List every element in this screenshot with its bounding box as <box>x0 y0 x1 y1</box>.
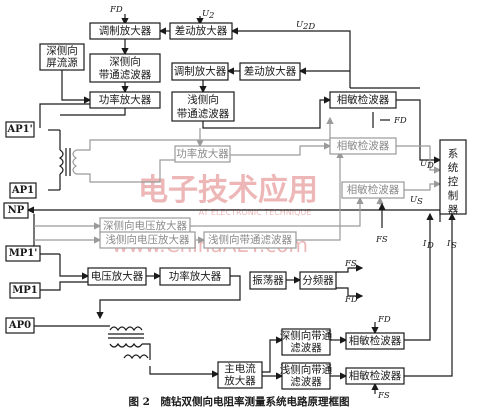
signal-fd-low: FD <box>377 315 391 325</box>
svg-text:深侧向: 深侧向 <box>109 55 141 68</box>
controller-char-2: 统 <box>448 161 459 174</box>
phase-sensitive-detector-5: 相敏检波器 <box>345 367 405 385</box>
controller-char-1: 系 <box>448 148 459 160</box>
signal-u2: U <box>202 9 210 19</box>
terminal-mp1: MP1 <box>9 282 41 299</box>
differential-amplifier-1: 差动放大器 <box>169 22 233 40</box>
voltage-amplifier: 电压放大器 <box>87 267 147 286</box>
shallow-bandpass-filter-1: 浅侧向 带通滤波器 <box>171 91 235 122</box>
svg-text:主电流: 主电流 <box>224 362 256 375</box>
oscillator: 振荡器 <box>249 271 287 290</box>
power-amplifier-2: 功率放大器 <box>174 145 231 163</box>
figure-caption: 图 2 随钻双侧向电阻率测量系统电路原理框图 <box>129 395 350 408</box>
power-amplifier-3: 功率放大器 <box>159 267 231 286</box>
shallow-bandpass-filter-2: 浅侧向带通滤波器 <box>203 231 297 249</box>
deep-shield-current-source: 深侧向 屏流源 <box>39 43 85 71</box>
watermark-cn: 电子技术应用 <box>138 173 318 208</box>
modulation-amplifier-2: 调制放大器 <box>171 62 229 81</box>
svg-text:深侧向电压放大器: 深侧向电压放大器 <box>103 219 187 232</box>
shallow-voltage-amplifier: 浅侧向电压放大器 <box>99 231 196 249</box>
signal-fd-osc: FD <box>344 295 358 305</box>
signal-us: U <box>410 195 418 205</box>
signal-id-sub: D <box>426 241 434 251</box>
svg-text:调制放大器: 调制放大器 <box>99 24 152 37</box>
controller-char-4: 制 <box>448 189 459 202</box>
main-current-amplifier: 主电流 放大器 <box>217 361 263 389</box>
svg-text:NP: NP <box>8 205 25 216</box>
svg-text:调制放大器: 调制放大器 <box>174 65 227 78</box>
signal-ud-sub: D <box>426 161 434 171</box>
svg-text:AP0: AP0 <box>8 320 31 331</box>
svg-text:AP1': AP1' <box>6 124 32 135</box>
signal-us-sub: S <box>417 197 423 207</box>
svg-text:相敏检波器: 相敏检波器 <box>349 369 402 382</box>
svg-text:电压放大器: 电压放大器 <box>91 270 144 283</box>
deep-bandpass-filter-1: 深侧向 带通滤波器 <box>89 53 161 83</box>
svg-text:相敏检波器: 相敏检波器 <box>337 139 390 152</box>
terminal-ap1-prime: AP1' <box>5 121 35 138</box>
signal-id: I <box>422 239 427 249</box>
signal-fs-osc: FS <box>344 259 357 269</box>
frequency-divider: 分频器 <box>299 271 337 290</box>
deep-voltage-amplifier: 深侧向电压放大器 <box>99 217 191 235</box>
signal-u2d-sub: 2D <box>302 22 315 32</box>
svg-text:分频器: 分频器 <box>302 274 334 287</box>
terminal-mp1-prime: MP1' <box>5 245 41 262</box>
phase-sensitive-detector-2: 相敏检波器 <box>329 137 397 155</box>
svg-text:MP1': MP1' <box>9 248 38 259</box>
phase-sensitive-detector-3: 相敏检波器 <box>341 181 405 199</box>
deep-bandpass-filter-2: 深侧向带通 滤波器 <box>280 328 333 356</box>
phase-sensitive-detector-1: 相敏检波器 <box>329 91 397 109</box>
phase-sensitive-detector-4: 相敏检波器 <box>345 332 405 350</box>
svg-text:相敏检波器: 相敏检波器 <box>349 334 402 347</box>
svg-text:放大器: 放大器 <box>224 374 256 387</box>
svg-text:浅侧向电压放大器: 浅侧向电压放大器 <box>106 233 190 246</box>
terminal-ap0: AP0 <box>5 317 35 334</box>
signal-fd-top: FD <box>109 5 123 15</box>
signal-is: I <box>446 239 451 249</box>
svg-text:差动放大器: 差动放大器 <box>244 65 297 78</box>
svg-text:带通滤波器: 带通滤波器 <box>177 107 230 120</box>
wires <box>26 14 456 394</box>
svg-text:深侧向带通: 深侧向带通 <box>280 329 333 342</box>
svg-text:MP1: MP1 <box>12 285 38 296</box>
svg-text:差动放大器: 差动放大器 <box>175 24 228 37</box>
svg-text:深侧向: 深侧向 <box>46 44 78 57</box>
svg-text:相敏检波器: 相敏检波器 <box>337 93 390 106</box>
svg-text:功率放大器: 功率放大器 <box>99 93 152 106</box>
svg-text:屏流源: 屏流源 <box>46 56 78 69</box>
system-controller: 系 统 控 制 器 <box>439 139 467 216</box>
svg-text:浅侧向: 浅侧向 <box>187 93 219 106</box>
terminal-ap1: AP1 <box>9 182 37 199</box>
svg-text:功率放大器: 功率放大器 <box>176 147 229 160</box>
svg-text:带通滤波器: 带通滤波器 <box>99 68 152 81</box>
svg-text:AP1: AP1 <box>11 185 34 196</box>
svg-text:浅侧向带通: 浅侧向带通 <box>280 363 333 376</box>
signal-fs-low: FS <box>377 391 390 401</box>
controller-char-3: 控 <box>448 175 459 188</box>
signal-ud: U <box>420 159 428 169</box>
signal-fs-mid: FS <box>375 235 388 245</box>
svg-text:滤波器: 滤波器 <box>290 375 322 388</box>
svg-text:滤波器: 滤波器 <box>290 341 322 354</box>
signal-labels: FD U 2 U 2D FD U D U S FS I D I S FS FD … <box>109 5 457 401</box>
power-amplifier-1: 功率放大器 <box>89 91 161 109</box>
signal-u2d: U <box>296 20 304 30</box>
differential-amplifier-2: 差动放大器 <box>239 62 301 81</box>
modulation-amplifier-1: 调制放大器 <box>89 22 161 40</box>
controller-char-5: 器 <box>448 204 459 216</box>
svg-text:功率放大器: 功率放大器 <box>169 270 222 283</box>
shallow-bandpass-filter-3: 浅侧向带通 滤波器 <box>280 362 333 390</box>
terminal-np: NP <box>3 202 29 219</box>
svg-text:振荡器: 振荡器 <box>252 274 284 287</box>
svg-text:浅侧向带通滤波器: 浅侧向带通滤波器 <box>208 233 292 246</box>
svg-text:相敏检波器: 相敏检波器 <box>347 183 400 196</box>
signal-u2-sub: 2 <box>208 11 214 21</box>
signal-fd-mid: FD <box>393 116 407 126</box>
signal-is-sub: S <box>451 241 457 251</box>
watermark-en: AT ELECTRONIC TECHNIQUE <box>199 208 312 217</box>
